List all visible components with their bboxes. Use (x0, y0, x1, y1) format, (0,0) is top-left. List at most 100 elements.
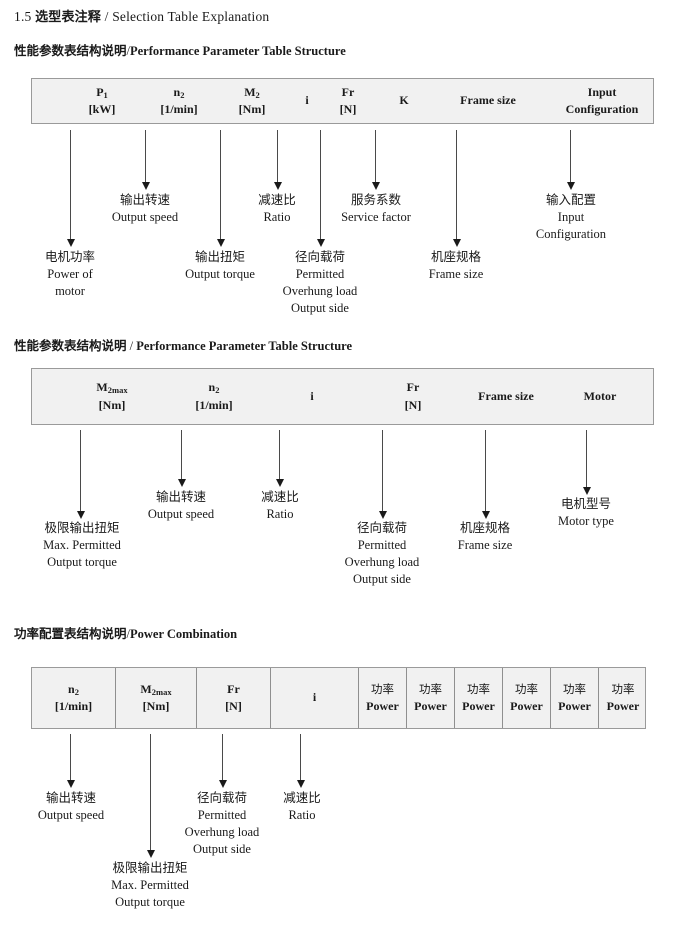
section2-heading-en: Performance Parameter Table Structure (136, 339, 353, 353)
table1-col-m2-symbol: M2 (244, 84, 260, 100)
table1-col-i-symbol: i (305, 93, 309, 108)
arrow-to-frame-size-1 (452, 130, 461, 247)
table2-col-frame-size: Frame size (446, 369, 566, 424)
table1-col-m2-unit: [Nm] (238, 102, 266, 116)
table3-col-power-6: 功率 Power (599, 668, 647, 728)
note-power-of-motor: 电机功率 Power of motor (22, 249, 118, 300)
arrow-to-output-speed-3 (66, 734, 75, 788)
note-ratio-1-en: Ratio (263, 209, 291, 224)
arrow-to-max-output-torque-2 (76, 430, 85, 519)
note-power-of-motor-cn: 电机功率 (44, 249, 95, 264)
table3-col-power-3-cn: 功率 (467, 681, 490, 696)
note-service-factor: 服务系数 Service factor (325, 192, 427, 226)
table3-col-power-3-en: Power (462, 698, 495, 713)
table3-col-power-1: 功率 Power (359, 668, 407, 728)
table3-col-i-symbol: i (312, 690, 317, 705)
performance-parameter-table-2: M2max [Nm] n2 [1/min] i Fr [N] Frame siz… (31, 368, 654, 425)
table1-col-frame-size-symbol: Frame size (460, 93, 516, 108)
table1-col-n2-unit: [1/min] (160, 102, 198, 116)
note-power-of-motor-en2: motor (55, 283, 85, 298)
note-motor-type: 电机型号 Motor type (538, 496, 634, 530)
table3-col-power-1-cn: 功率 (371, 681, 394, 696)
note-output-speed-3: 输出转速 Output speed (21, 790, 121, 824)
note-output-torque: 输出扭矩 Output torque (165, 249, 275, 283)
table1-col-n2: n2 [1/min] (137, 79, 221, 123)
note-overhung-load-2: 径向载荷 Permitted Overhung load Output side (324, 520, 440, 588)
table2-col-fr-symbol: Fr (406, 380, 420, 395)
table3-col-power-5: 功率 Power (551, 668, 599, 728)
note-max-output-torque-2-cn: 极限输出扭矩 (44, 520, 120, 535)
note-input-configuration-en2: Configuration (535, 226, 607, 241)
note-input-configuration: 输入配置 Input Configuration (520, 192, 622, 243)
section-heading-separator: / (126, 44, 130, 58)
arrow-to-frame-size-2 (481, 430, 490, 519)
table3-col-n2-unit: [1/min] (54, 699, 93, 713)
table2-col-motor-symbol: Motor (583, 388, 617, 403)
arrow-to-output-speed-1 (141, 130, 150, 190)
note-overhung-load-1: 径向载荷 Permitted Overhung load Output side (262, 249, 378, 317)
table2-col-m2max-symbol: M2max (96, 380, 128, 396)
note-overhung-load-3-en1: Permitted (197, 807, 247, 822)
note-frame-size-1: 机座规格 Frame size (406, 249, 506, 283)
note-output-speed-2: 输出转速 Output speed (131, 489, 231, 523)
note-ratio-1: 减速比 Ratio (240, 192, 314, 226)
table2-col-motor: Motor (552, 369, 648, 424)
table1-col-fr-unit: [N] (339, 102, 357, 116)
table1-col-p1-symbol: P1 (96, 84, 108, 100)
table1-col-input-unit: Configuration (565, 102, 639, 116)
table2-col-n2: n2 [1/min] (170, 369, 258, 424)
note-output-speed-1-cn: 输出转速 (119, 192, 170, 207)
table2-col-n2-unit: [1/min] (195, 397, 233, 412)
table1-col-k: K (380, 79, 428, 123)
power-combination-table: n2 [1/min] M2max [Nm] Fr [N] i 功率 Power … (31, 667, 646, 729)
note-input-configuration-cn: 输入配置 (545, 192, 596, 207)
table3-col-power-2-en: Power (414, 698, 447, 713)
note-overhung-load-1-cn: 径向载荷 (294, 249, 345, 264)
note-ratio-3-en: Ratio (288, 807, 316, 822)
table1-col-k-symbol: K (399, 93, 409, 108)
section2-heading-cn: 性能参数表结构说明 (14, 338, 127, 353)
note-frame-size-2: 机座规格 Frame size (435, 520, 535, 554)
table3-col-power-5-en: Power (558, 698, 591, 713)
note-max-output-torque-3-cn: 极限输出扭矩 (112, 860, 188, 875)
note-ratio-3: 减速比 Ratio (265, 790, 339, 824)
table2-col-frame-size-symbol: Frame size (478, 388, 534, 403)
table1-col-frame-size: Frame size (430, 79, 546, 123)
arrow-to-input-config (566, 130, 575, 190)
table3-col-power-4-cn: 功率 (515, 681, 538, 696)
note-max-output-torque-2-en2: Output torque (47, 554, 117, 569)
table3-col-m2max-symbol: M2max (140, 681, 172, 697)
note-overhung-load-1-en3: Output side (291, 300, 349, 315)
note-service-factor-en: Service factor (341, 209, 411, 224)
table3-col-m2max-unit: [Nm] (142, 699, 170, 713)
section3-heading-separator: / (126, 627, 130, 641)
note-power-of-motor-en1: Power of (47, 266, 93, 281)
table3-col-power-1-en: Power (366, 698, 399, 713)
arrow-to-output-torque (216, 130, 225, 247)
note-overhung-load-2-en3: Output side (353, 571, 411, 586)
table2-col-fr: Fr [N] (376, 369, 450, 424)
note-ratio-2-en: Ratio (266, 506, 294, 521)
arrow-to-overhung-load-1 (316, 130, 325, 247)
note-input-configuration-en1: Input (557, 209, 585, 224)
note-ratio-2: 减速比 Ratio (243, 489, 317, 523)
table1-col-m2: M2 [Nm] (212, 79, 292, 123)
arrow-to-ratio-1 (273, 130, 282, 190)
page-title-en: Selection Table Explanation (112, 9, 270, 24)
page-title-cn: 选型表注释 (35, 10, 102, 25)
note-output-speed-2-cn: 输出转速 (155, 489, 206, 504)
table3-col-power-6-en: Power (606, 698, 640, 713)
note-frame-size-1-cn: 机座规格 (430, 249, 481, 264)
table2-col-n2-symbol: n2 (208, 380, 220, 396)
note-max-output-torque-3: 极限输出扭矩 Max. Permitted Output torque (90, 860, 210, 911)
note-overhung-load-2-en2: Overhung load (344, 554, 420, 569)
table3-col-power-6-cn: 功率 (611, 681, 635, 696)
note-output-speed-1-en: Output speed (111, 209, 179, 224)
table3-col-fr-symbol: Fr (227, 681, 240, 696)
section-heading-cn: 性能参数表结构说明 (14, 43, 127, 58)
note-frame-size-1-en: Frame size (428, 266, 484, 281)
note-ratio-1-cn: 减速比 (258, 192, 296, 207)
note-motor-type-en: Motor type (558, 513, 614, 528)
table1-col-p1: P1 [kW] (60, 79, 144, 123)
note-motor-type-cn: 电机型号 (560, 496, 611, 511)
